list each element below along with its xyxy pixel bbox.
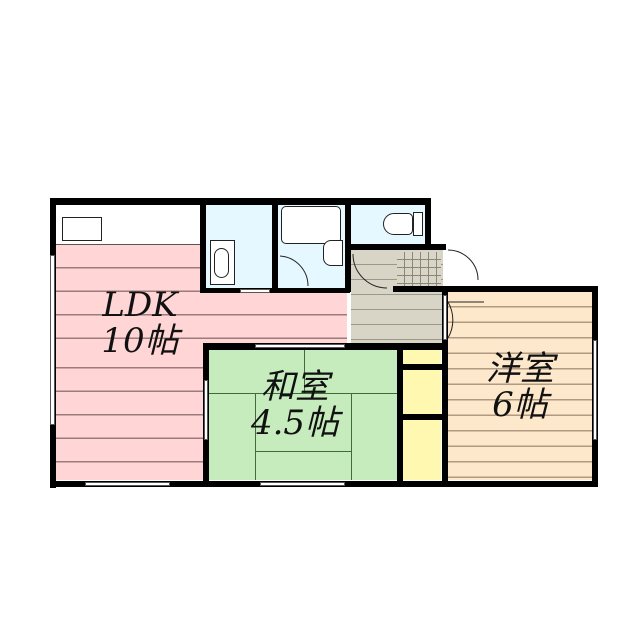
wall [397,414,447,420]
window-ldk-left [50,255,55,425]
wall [425,198,431,248]
window-ldk-bottom [85,482,170,486]
room-japanese [209,350,397,480]
bathtub-icon [281,206,341,244]
door-frame-entrance [443,295,447,340]
entrance-tile-floor [397,252,441,288]
wall [345,198,351,292]
wall [272,198,278,292]
room-size: 6帖 [492,384,548,425]
room-size: 4.5帖 [250,402,340,443]
window-jp-bottom [260,482,345,486]
toilet-icon [383,213,413,235]
room-western [448,292,593,480]
sliding-door-jp-top [255,344,345,348]
room-label-japanese: 和室 4.5帖 [230,367,360,443]
closet-middle [403,370,441,415]
room-name: 和室 [261,367,329,407]
room-label-western: 洋室 6帖 [465,349,575,425]
room-label-ldk: LDK 10帖 [85,285,195,361]
wall [393,286,598,292]
room-size: 10帖 [101,320,179,361]
wall [348,244,446,250]
wall [442,286,448,487]
opening-washroom [240,289,270,293]
toilet-sink-icon [323,240,343,266]
room-name: LDK [102,285,178,325]
wall [200,198,206,292]
washbasin-bowl-icon [214,248,229,278]
sliding-door-jp-left [204,380,208,440]
kitchen-sink-icon [62,217,102,241]
closet-bottom [403,420,441,480]
window-western-right [593,340,597,440]
room-ldk-lower [55,345,205,480]
toilet-tank-icon [413,212,423,236]
wall [397,364,447,370]
closet-top [403,350,441,365]
wall [50,198,430,205]
room-name: 洋室 [486,349,554,389]
